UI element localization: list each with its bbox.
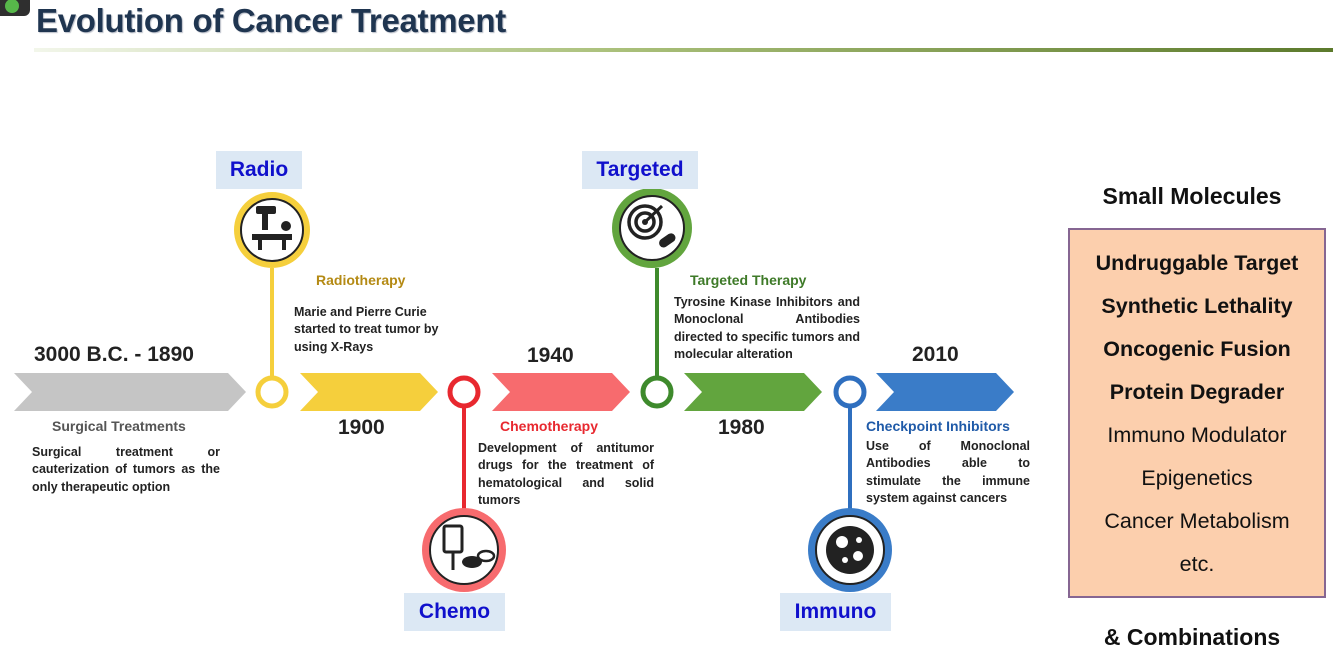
title-underline [34, 48, 1333, 52]
desc-radio: Marie and Pierre Curie started to treat … [294, 305, 439, 354]
chemo-node [447, 375, 481, 409]
heading-chemo: Chemotherapy [500, 418, 599, 434]
small-molecule-item: Cancer Metabolism [1104, 509, 1290, 533]
small-molecule-item: etc. [1179, 552, 1215, 576]
small-molecule-item: Synthetic Lethality [1101, 294, 1293, 318]
small-molecules-title: Small Molecules [1102, 183, 1282, 209]
desc-targeted: Tyrosine Kinase Inhibitors and Monoclona… [674, 295, 860, 362]
small-molecule-item: Epigenetics [1141, 466, 1253, 490]
year-immuno: 2010 [912, 343, 959, 366]
immuno-arrow [876, 373, 1014, 411]
corner-badge [0, 0, 30, 16]
iv-drip-pills-icon [422, 508, 506, 592]
tag-targeted: Targeted [582, 151, 698, 189]
target-capsule-icon [612, 188, 692, 268]
radio-node [255, 375, 289, 409]
targeted-node [640, 375, 674, 409]
heading-radio: Radiotherapy [316, 272, 406, 288]
small-molecule-item: Oncogenic Fusion [1103, 337, 1291, 361]
surgical-arrow [14, 373, 246, 411]
tag-immuno: Immuno [780, 593, 891, 631]
small-molecule-item: Undruggable Target [1095, 251, 1299, 275]
year-surgical: 3000 B.C. - 1890 [34, 343, 194, 366]
radiotherapy-machine-icon [234, 192, 310, 268]
immuno-node [833, 375, 867, 409]
combinations-label: & Combinations [1103, 624, 1281, 650]
year-chemo: 1940 [527, 344, 574, 367]
tag-radio: Radio [216, 151, 302, 189]
desc-immuno: Use of Monoclonal Antibodies able to sti… [866, 439, 1030, 506]
targeted-arrow [684, 373, 822, 411]
year-targeted: 1980 [718, 416, 765, 439]
chemo-arrow [492, 373, 630, 411]
tag-chemo: Chemo [404, 593, 505, 631]
page-title: Evolution of Cancer Treatment [36, 2, 506, 39]
heading-surgical: Surgical Treatments [52, 418, 186, 434]
immune-cells-icon [808, 508, 892, 592]
desc-chemo: Development of antitumor drugs for the t… [478, 441, 654, 508]
check-icon [5, 0, 19, 13]
timeline-graphic [14, 188, 1014, 592]
heading-targeted: Targeted Therapy [690, 272, 807, 288]
desc-surgical: Surgical treatment or cauterization of t… [32, 445, 220, 494]
small-molecule-item: Immuno Modulator [1107, 423, 1287, 447]
small-molecule-item: Protein Degrader [1109, 380, 1285, 404]
radio-arrow [300, 373, 438, 411]
heading-immuno: Checkpoint Inhibitors [866, 418, 1010, 434]
year-radio: 1900 [338, 416, 385, 439]
